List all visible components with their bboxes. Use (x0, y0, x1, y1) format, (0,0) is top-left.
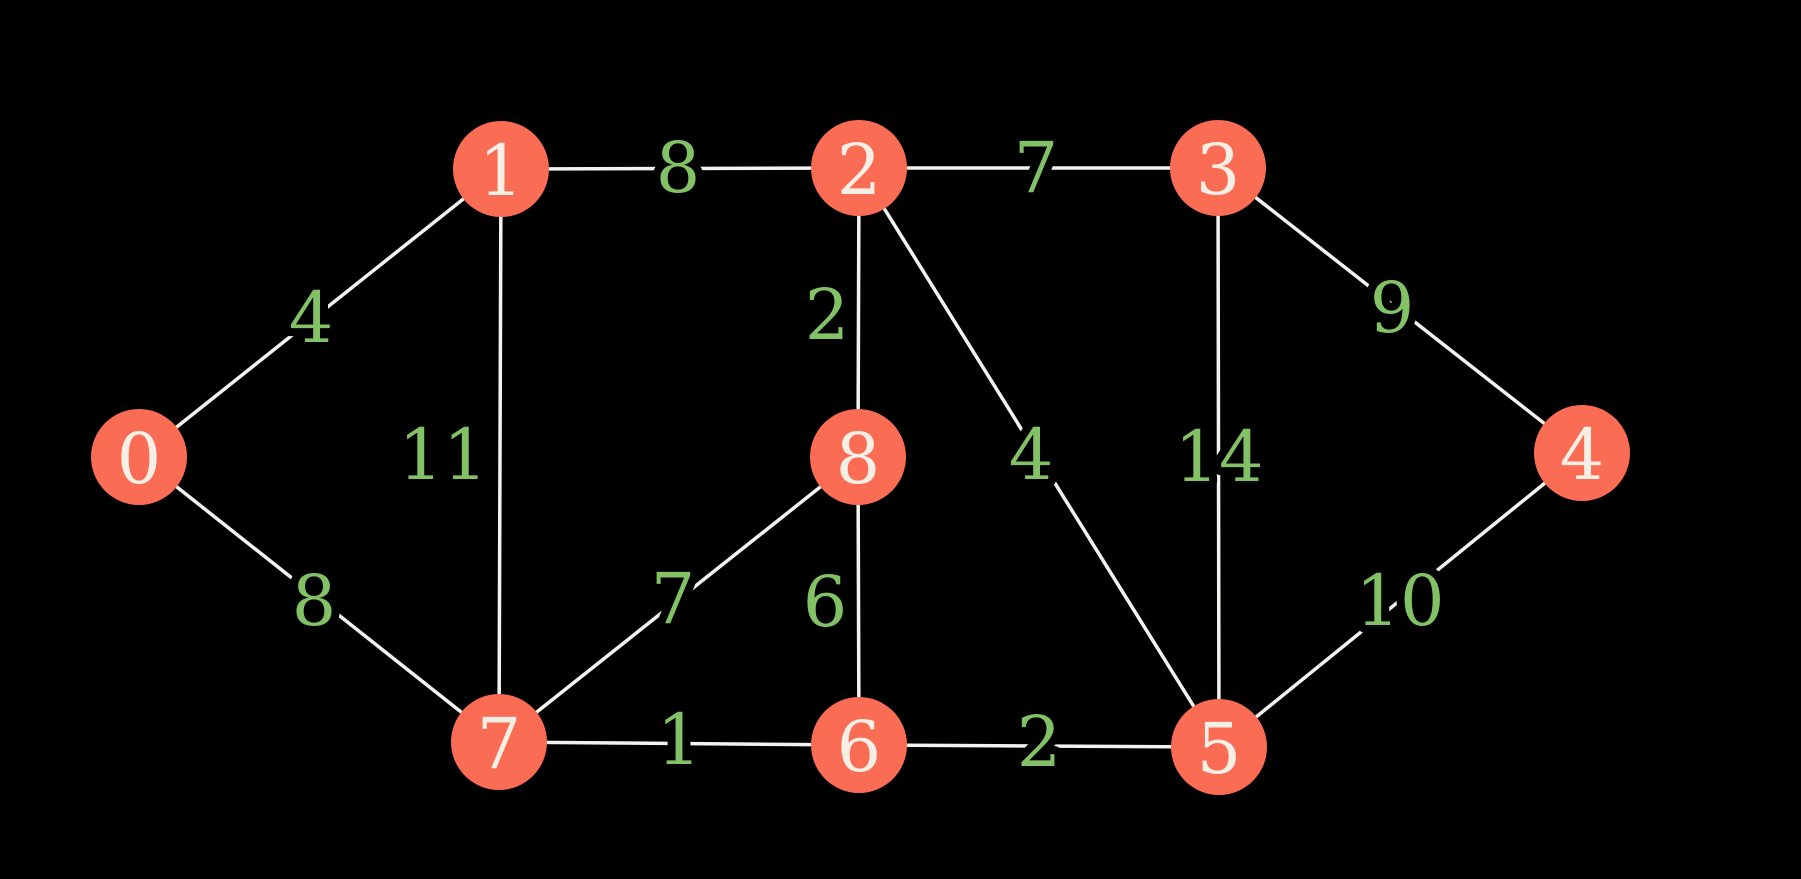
node-label-1: 1 (479, 130, 524, 212)
node-2 (811, 120, 907, 216)
edge-weight-2-8: 2 (805, 274, 850, 356)
edge-1-2 (499, 166, 861, 171)
edge-5-6 (857, 743, 1221, 749)
edge-weight-1-7: 11 (398, 414, 487, 496)
node-6 (811, 697, 907, 793)
edge-6-8 (856, 455, 861, 747)
edge-weight-5-6: 2 (1017, 701, 1062, 783)
node-5 (1171, 699, 1267, 795)
edge-2-8 (856, 166, 861, 459)
edge-2-5 (857, 166, 1221, 749)
node-label-2: 2 (837, 129, 882, 211)
edge-6-7 (497, 740, 861, 747)
edge-weight-0-7: 8 (292, 560, 337, 642)
edge-weight-6-7: 1 (657, 699, 702, 781)
edge-7-8 (497, 455, 860, 744)
node-0 (91, 409, 187, 505)
node-label-8: 8 (836, 418, 881, 500)
node-label-3: 3 (1196, 129, 1241, 211)
edge-3-5 (1216, 166, 1221, 749)
edge-weight-3-5: 14 (1174, 416, 1263, 498)
node-3 (1170, 120, 1266, 216)
node-label-4: 4 (1560, 414, 1605, 496)
edge-weight-1-2: 8 (656, 127, 701, 209)
node-1 (453, 121, 549, 217)
edge-weight-0-1: 4 (289, 277, 334, 359)
edge-0-7 (137, 455, 501, 744)
node-4 (1534, 405, 1630, 501)
edge-0-1 (137, 167, 503, 459)
node-8 (810, 409, 906, 505)
edge-4-5 (1217, 451, 1584, 749)
edge-weight-4-5: 10 (1355, 560, 1444, 642)
node-label-6: 6 (837, 706, 882, 788)
edge-1-7 (497, 167, 503, 744)
edge-weight-2-5: 4 (1009, 414, 1054, 496)
node-7 (451, 694, 547, 790)
edge-weight-3-4: 9 (1370, 267, 1415, 349)
edge-3-4 (1216, 166, 1584, 455)
edge-weight-7-8: 7 (651, 558, 696, 640)
edge-weight-2-3: 7 (1014, 127, 1059, 209)
node-label-7: 7 (477, 703, 522, 785)
edge-weight-6-8: 6 (803, 561, 848, 643)
node-label-0: 0 (117, 418, 162, 500)
node-label-5: 5 (1197, 708, 1242, 790)
